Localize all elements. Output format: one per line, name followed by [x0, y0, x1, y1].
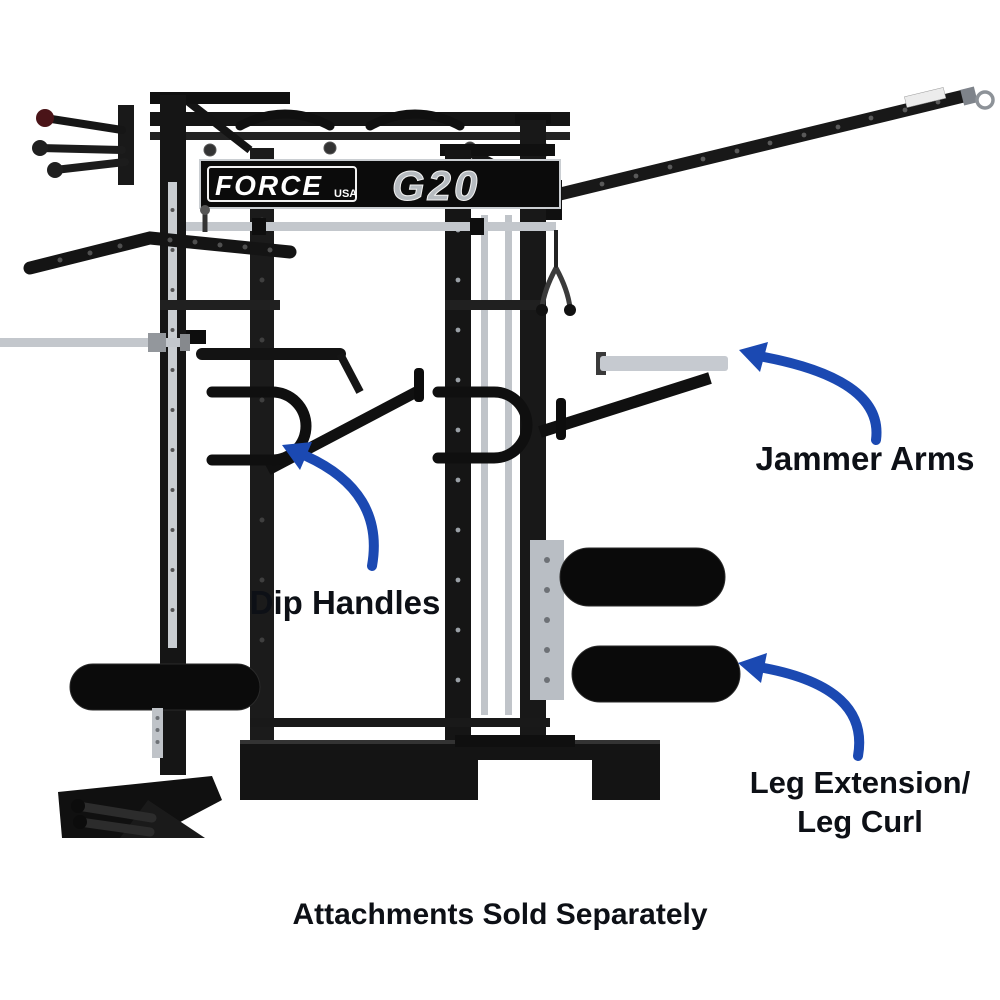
leg-extension-label-line2: Leg Curl [797, 803, 923, 839]
smith-bar [186, 218, 556, 235]
leg-extension-attachment [530, 540, 741, 703]
brand-banner: FORCE USA G20 [199, 159, 561, 210]
jammer-sleeve [600, 356, 728, 371]
stored-handle-left [235, 109, 335, 131]
brand-suffix-text: USA [334, 188, 357, 200]
upright-number-strip [168, 182, 177, 648]
leg-roller-lower [571, 645, 741, 703]
dip-handles [206, 386, 533, 466]
left-tower [150, 92, 290, 775]
callout-arrows [282, 342, 882, 761]
dip-handles-arrow [301, 451, 379, 571]
attachments-caption: Attachments Sold Separately [292, 898, 708, 931]
stored-handle-right [365, 109, 465, 131]
olympic-bar [0, 333, 190, 352]
model-text: G20 [392, 162, 480, 209]
boom-arm [540, 86, 995, 220]
base-platform [240, 742, 660, 800]
leg-extension-label: Leg Extension/ Leg Curl [720, 764, 1000, 842]
jammer-arms-arrow [759, 352, 882, 445]
j-hook [186, 330, 206, 344]
handle-storage-cluster [32, 105, 134, 185]
jammer-arms-arrowhead [739, 342, 768, 372]
jammer-arms-label: Jammer Arms [755, 440, 975, 477]
stored-bar-holder [73, 801, 157, 823]
brand-text: FORCE [215, 170, 323, 201]
left-hold-down-roller [69, 663, 261, 758]
leg-extension-arrow [759, 663, 865, 761]
right-jammer-arm [538, 352, 728, 440]
lat-pulldown-bar [23, 205, 297, 275]
dip-handle-right [432, 386, 533, 464]
dip-handle-left [206, 386, 312, 466]
smith-rail [505, 215, 512, 715]
base-frame [58, 718, 660, 838]
tricep-rope [536, 230, 576, 316]
leg-extension-label-line1: Leg Extension/ [749, 765, 971, 800]
boom-sticker [904, 87, 947, 108]
leg-extension-arrowhead [738, 653, 767, 683]
leg-roller-upper [559, 547, 726, 607]
boom-ring [975, 90, 995, 110]
smith-rail [481, 215, 488, 715]
dip-handles-label: Dip Handles [249, 584, 441, 621]
dip-handles-arrowhead [282, 442, 312, 470]
